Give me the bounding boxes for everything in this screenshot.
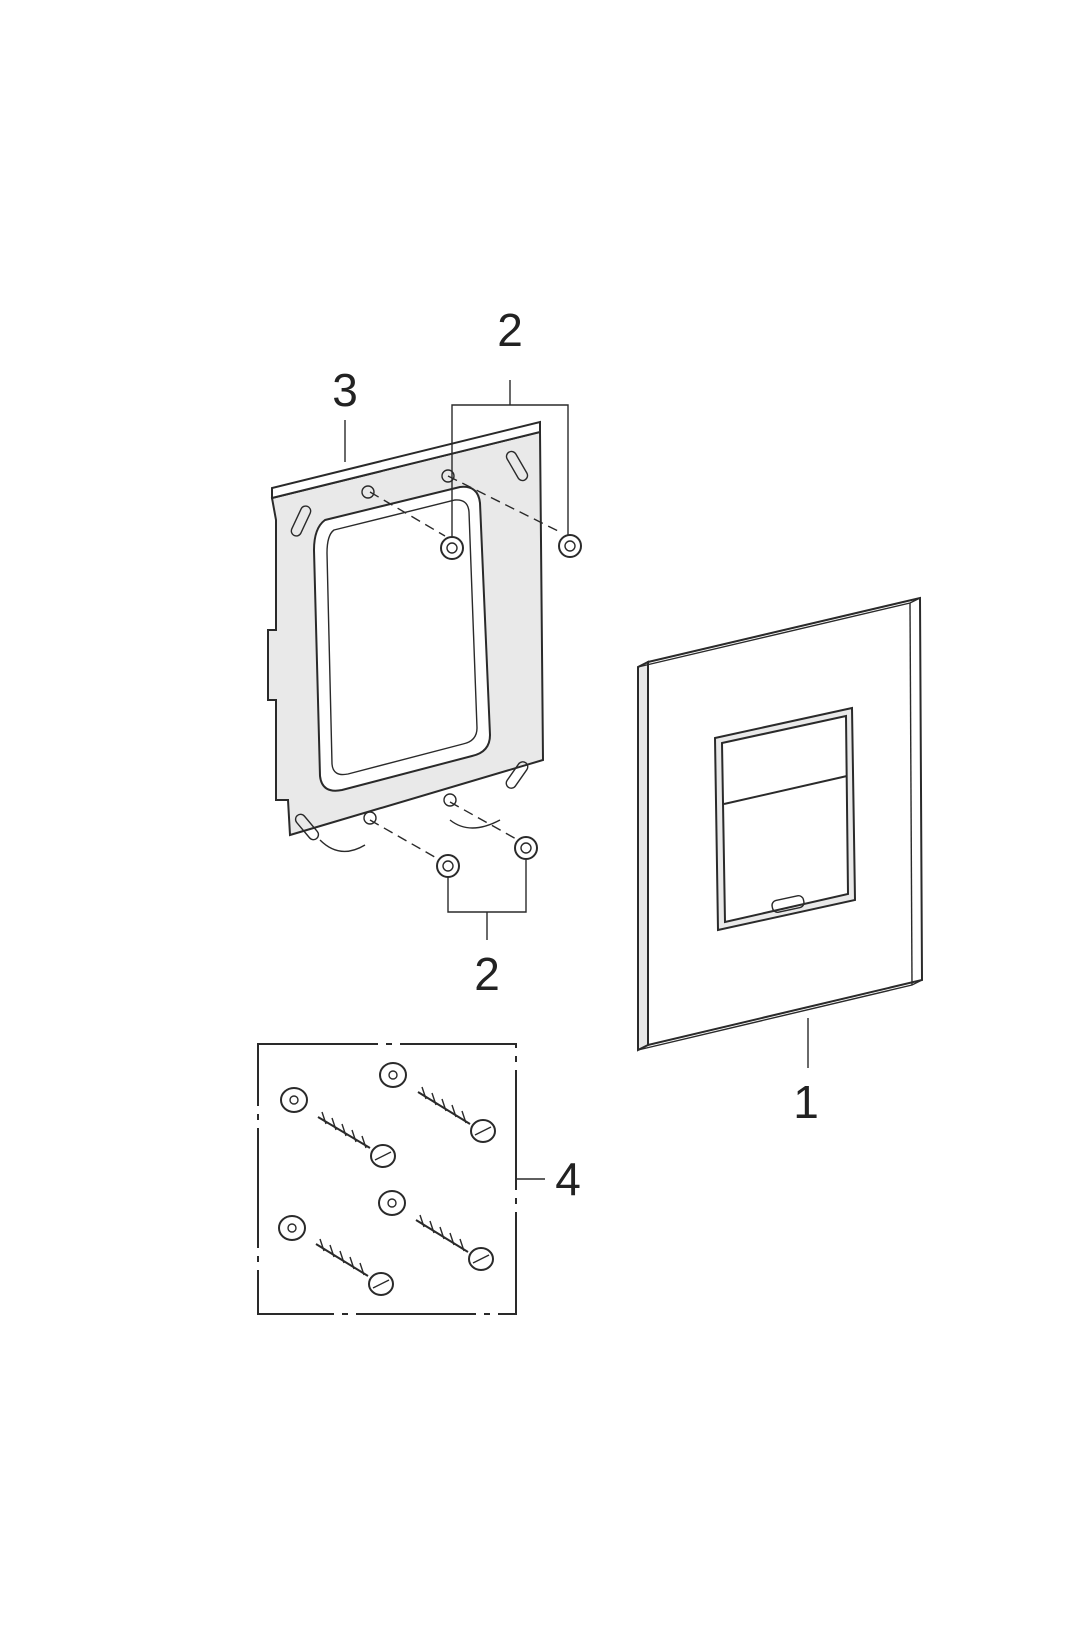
callout-screws-top: 2: [497, 304, 523, 356]
logo-badge: [771, 895, 805, 913]
callout-screws-bottom: 2: [474, 948, 500, 1000]
callout-mounting-frame: 3: [332, 364, 358, 416]
wall-plugs-kit: [257, 1043, 545, 1315]
callout-actuation-plate: 1: [793, 1076, 819, 1128]
mounting-frame: [267, 420, 545, 853]
screws-top: [369, 380, 582, 560]
callout-wall-plugs-kit: 4: [555, 1153, 581, 1205]
screws-bottom: [369, 801, 538, 940]
screw-with-washer-1: [280, 1087, 396, 1168]
actuation-plate: [637, 596, 924, 1068]
screw-with-washer-3: [278, 1215, 394, 1296]
screw-with-washer-4: [378, 1190, 494, 1271]
screw-with-washer-2: [379, 1062, 496, 1143]
